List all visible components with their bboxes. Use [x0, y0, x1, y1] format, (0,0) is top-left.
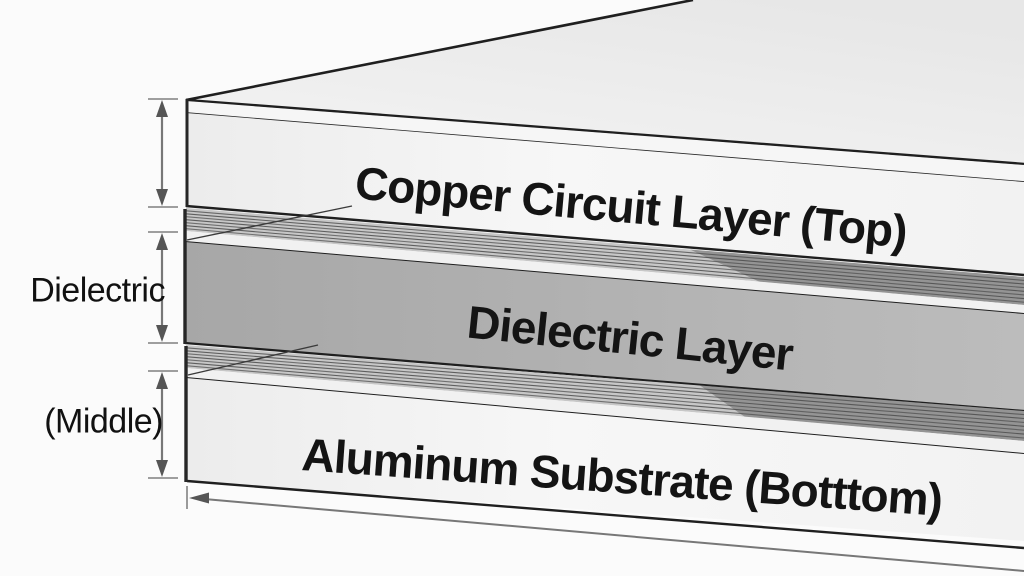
band-stripe	[185, 210, 1024, 281]
dimension-top-layer	[148, 98, 178, 208]
arrowhead-down-icon	[156, 460, 168, 477]
gap-lower	[186, 368, 1024, 454]
band-stripe	[185, 362, 1024, 435]
band-stripe	[185, 219, 1024, 292]
lamination-band-upper	[185, 205, 1024, 314]
dimension-shaft	[192, 497, 1024, 572]
band-stripe	[185, 347, 1024, 416]
band-stripe	[185, 365, 1024, 439]
copper-front-face	[186, 113, 1024, 275]
arrowhead-up-icon	[156, 100, 168, 117]
band-stripe	[185, 228, 1024, 303]
arrowhead-down-icon	[156, 189, 168, 206]
side-annotation-dielectric: Dielectric	[30, 271, 165, 310]
dimension-middle-layer	[148, 231, 178, 344]
copper-top-face	[186, 0, 1024, 164]
aluminum-front-bottom-edge	[186, 479, 1024, 550]
slab-dielectric-middle	[183, 209, 1024, 413]
gap-upper	[186, 231, 1024, 314]
side-annotation-middle: (Middle)	[44, 402, 163, 441]
dimension-board-width	[186, 486, 1024, 572]
band-stripe	[185, 353, 1024, 423]
band-upper-shadow	[690, 249, 1024, 305]
lamination-band-lower	[185, 344, 1024, 454]
band-stripe	[185, 222, 1024, 296]
slab-copper-top	[185, 0, 1024, 277]
copper-sheet-strip	[186, 101, 1024, 182]
copper-receding-edge	[185, 0, 694, 102]
aluminum-front-face	[186, 378, 1024, 541]
band-stripe	[185, 216, 1024, 289]
band-stripe	[185, 356, 1024, 427]
arrowhead-down-icon	[156, 325, 168, 342]
arrowhead-up-icon	[156, 233, 168, 250]
band-lower-shadow	[700, 385, 1024, 441]
band-lower-face	[186, 345, 1024, 441]
arrowhead-left-icon	[189, 492, 209, 504]
band-stripe	[185, 359, 1024, 431]
copper-front-top-edge	[185, 98, 1024, 166]
wedge-edge-upper	[186, 205, 353, 241]
dimension-bottom-layer	[148, 370, 178, 479]
copper-front-bottom-edge	[185, 204, 1024, 277]
band-stripe	[185, 225, 1024, 300]
dielectric-front-bottom-edge	[184, 341, 1024, 413]
wedge-edge-lower	[187, 344, 319, 376]
band-stripe	[185, 213, 1024, 285]
arrowhead-up-icon	[156, 372, 168, 389]
band-stripe	[185, 350, 1024, 420]
slab-aluminum-bottom	[184, 346, 1024, 550]
dielectric-front-face	[185, 242, 1024, 411]
